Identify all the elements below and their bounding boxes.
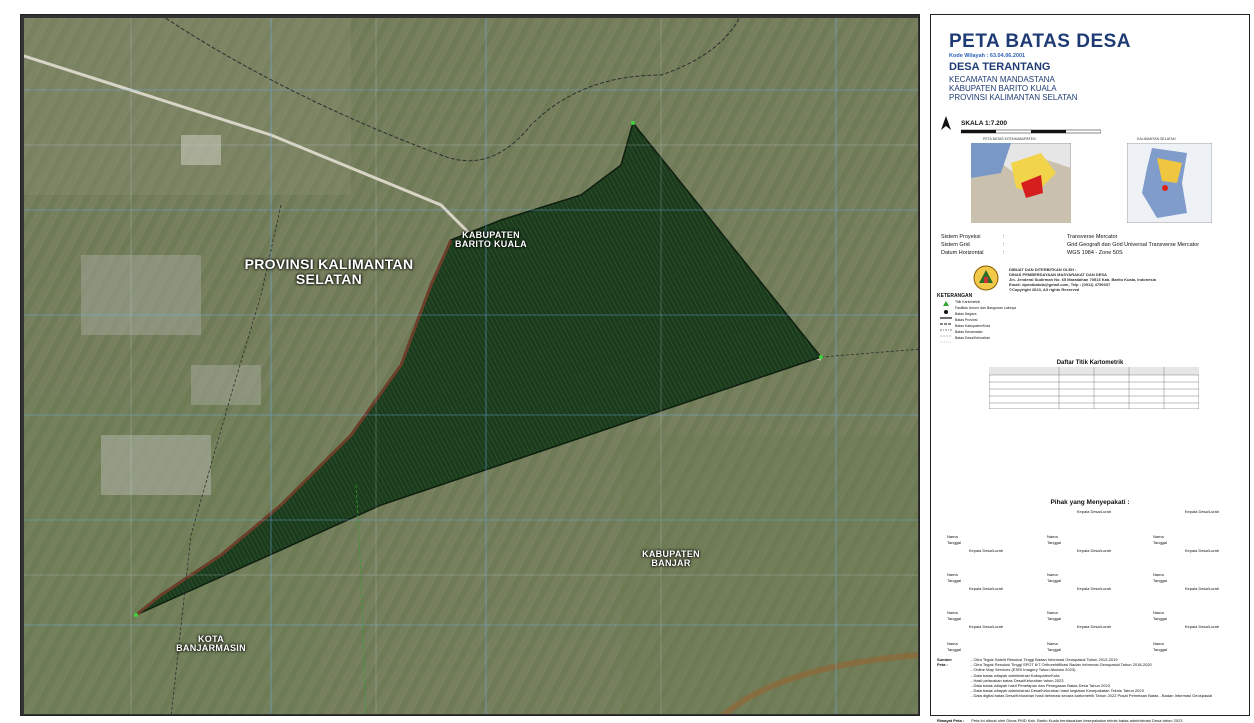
signatory-tanggal-label: Tanggal (1153, 540, 1168, 545)
signatory-nama-label: Nama (1047, 572, 1058, 577)
signatory-nama-label: Nama (947, 534, 958, 539)
legend-item: Batas Negara (955, 312, 977, 316)
publisher-line-5: ©Copyright 2023, All rights Reserved (1009, 287, 1080, 292)
legend-item: Batas Kecamatan (955, 330, 983, 334)
signatory-role: Kepala Desa/Lurah (1076, 509, 1112, 514)
signatory-nama-label: Nama (1047, 534, 1058, 539)
map-frame[interactable]: PROVINSI KALIMANTAN SELATAN KABUPATEN BA… (20, 14, 920, 716)
north-arrow-icon (941, 116, 951, 130)
legend-title: KETERANGAN (937, 293, 973, 299)
signatory-nama-label: Nama (1047, 610, 1058, 615)
kartometrik-table (989, 367, 1199, 409)
publisher-line-2: DINAS PEMBERDAYAAN MASYARAKAT DAN DESA (1009, 272, 1107, 277)
legend-item: Batas Kabupaten/Kota (955, 324, 991, 328)
kode-wilayah: Kode Wilayah : 63.04.06.2001 (949, 53, 1026, 59)
signatory-tanggal-label: Tanggal (947, 540, 962, 545)
signatory-nama-label: Nama (947, 572, 958, 577)
signatory-role: Kepala Desa/Lurah (1184, 548, 1220, 553)
map-title: PETA BATAS DESA (949, 31, 1132, 52)
desa-name: DESA TERANTANG (949, 61, 1051, 73)
signatory-role: Kepala Desa/Lurah (1184, 509, 1220, 514)
signatory-role: Kepala Desa/Lurah (1076, 548, 1112, 553)
signatory-role: Kepala Desa/Lurah (968, 586, 1004, 591)
government-logo-icon (973, 265, 999, 291)
signatory-role: Kepala Desa/Lurah (968, 548, 1004, 553)
legend-item: Batas Provinsi (955, 318, 978, 322)
inset-right-title: KALIMANTAN SELATAN (1137, 137, 1176, 141)
publisher-line-3: Jln. Jenderal Sudirman No. 65 Marabahan … (1009, 277, 1156, 282)
signatory-nama-label: Nama (1047, 641, 1058, 646)
satellite-map (21, 15, 919, 715)
signatory-tanggal-label: Tanggal (947, 647, 962, 652)
label-kab-banjar: KABUPATEN BANJAR (642, 549, 700, 569)
signatory-role: Kepala Desa/Lurah (1076, 624, 1112, 629)
kartometrik-title: Daftar Titik Kartometrik (1056, 360, 1124, 366)
signatory-nama-label: Nama (1153, 610, 1164, 615)
signatory-nama-label: Nama (1153, 572, 1164, 577)
legend-item: Batas Desa/Kelurahan (955, 336, 991, 340)
legend-panel: PETA BATAS DESA Kode Wilayah : 63.04.06.… (930, 14, 1250, 723)
signatory-role: Kepala Desa/Lurah (968, 624, 1004, 629)
signatory-role: Kepala Desa/Lurah (1076, 586, 1112, 591)
kabupaten-name: KABUPATEN BARITO KUALA (949, 84, 1057, 93)
legend-item: Fasilitas Umum dan Bangunan Lainnya (955, 306, 1017, 310)
signatory-tanggal-label: Tanggal (947, 616, 962, 621)
signatories-heading: Pihak yang Menyepakati : (1050, 499, 1130, 506)
provinsi-name: PROVINSI KALIMANTAN SELATAN (949, 93, 1078, 102)
signatory-tanggal-label: Tanggal (1153, 647, 1168, 652)
inset-map-left (971, 143, 1071, 223)
signatory-tanggal-label: Tanggal (1153, 578, 1168, 583)
signatory-tanggal-label: Tanggal (1047, 616, 1062, 621)
signatory-nama-label: Nama (1153, 641, 1164, 646)
signatory-tanggal-label: Tanggal (947, 578, 962, 583)
kecamatan-name: KECAMATAN MANDASTANA (949, 75, 1055, 84)
inset-left-title: PETA BATAS KOTA/KABUPATEN (983, 137, 1036, 141)
scale-bar (961, 129, 1101, 134)
signatory-tanggal-label: Tanggal (1153, 616, 1168, 621)
signatory-nama-label: Nama (1153, 534, 1164, 539)
publisher-line-1: DIBUAT DAN DITERBITKAN OLEH : (1009, 267, 1077, 272)
signatory-tanggal-label: Tanggal (1047, 578, 1062, 583)
signatory-tanggal-label: Tanggal (1047, 540, 1062, 545)
signatory-nama-label: Nama (947, 641, 958, 646)
legend-symbols (940, 301, 952, 343)
legend-item: Titik Kartometrik (955, 300, 981, 304)
label-kota-banjarmasin: KOTA BANJARMASIN (176, 634, 246, 654)
riwayat-peta: Riwayat Peta : Peta ini dibuat oleh Dina… (937, 718, 1183, 723)
signatory-nama-label: Nama (947, 610, 958, 615)
signatory-tanggal-label: Tanggal (1047, 647, 1062, 652)
scale-text: SKALA 1:7.200 (961, 120, 1007, 127)
signatory-role: Kepala Desa/Lurah (1184, 586, 1220, 591)
inset-map-right (1127, 143, 1212, 223)
publisher-line-4: Email: dpmdbatola@gmail.com, Telp : (051… (1009, 282, 1111, 287)
label-provinsi: PROVINSI KALIMANTAN SELATAN (244, 256, 414, 287)
label-kab-barito: KABUPATEN BARITO KUALA (455, 230, 527, 250)
signatory-role: Kepala Desa/Lurah (1184, 624, 1220, 629)
